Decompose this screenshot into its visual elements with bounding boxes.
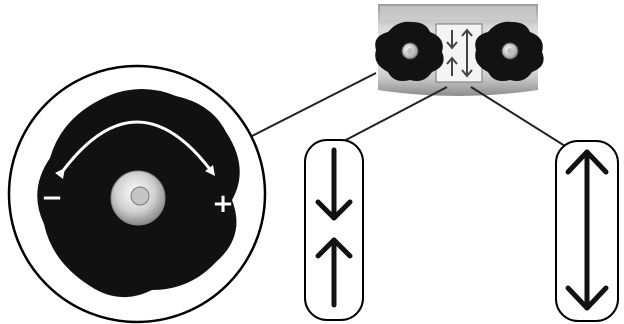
device-up-down-arrow-icon xyxy=(461,28,473,78)
left-callout-frame xyxy=(304,139,364,321)
arrow-down-icon xyxy=(315,147,353,221)
leader-lines xyxy=(249,72,574,152)
rotation-arrow-icon xyxy=(54,120,216,180)
left-callout xyxy=(304,139,364,321)
device-top-band xyxy=(380,6,536,20)
leader-line-right-callout xyxy=(470,86,574,152)
minus-label: − xyxy=(41,183,63,213)
device-right-knob xyxy=(475,21,544,81)
knob-detail: − + xyxy=(7,64,267,324)
leader-line-left-callout xyxy=(341,86,448,143)
plus-label: + xyxy=(212,189,234,219)
knob-hub-screw xyxy=(130,186,150,206)
device-photo xyxy=(375,4,544,96)
double-headed-arrow-icon xyxy=(565,149,609,311)
arrow-up-icon xyxy=(315,237,353,308)
device-center-plate xyxy=(435,23,483,83)
leader-line-knob xyxy=(249,72,377,138)
device-down-up-arrows-icon xyxy=(446,30,458,76)
device-left-knob xyxy=(375,21,444,81)
right-callout xyxy=(555,140,619,322)
